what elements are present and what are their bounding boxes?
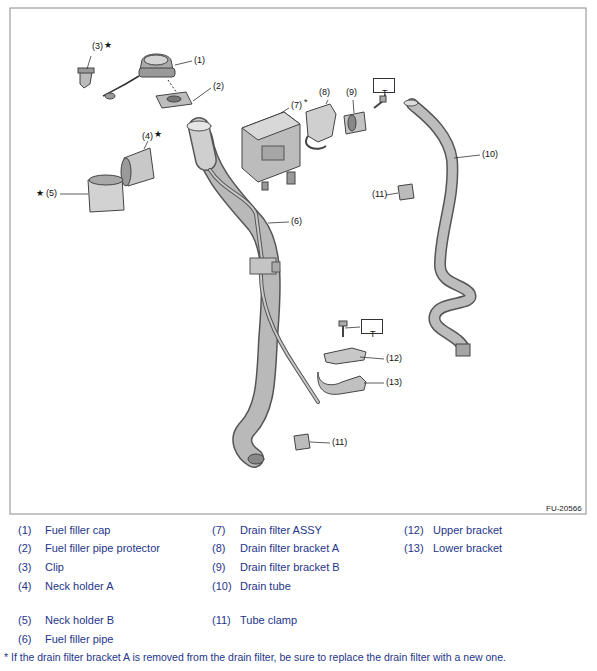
leader-lines <box>60 56 480 443</box>
frame <box>10 8 586 514</box>
legend-part-name: Drain filter bracket A <box>240 542 339 554</box>
legend-number: (12) <box>404 524 424 536</box>
legend-part-name: Fuel filler pipe protector <box>45 542 160 554</box>
legend-number: (13) <box>404 542 424 554</box>
note-mark: * <box>304 98 308 108</box>
legend-number: (5) <box>18 614 31 626</box>
legend-number: (8) <box>212 542 225 554</box>
callout-number: (2) <box>213 82 224 92</box>
pipe-protector <box>156 80 192 108</box>
callout-number: (12) <box>386 354 402 364</box>
torque-mark-box: T <box>361 319 383 334</box>
neck-holder-a <box>121 148 154 186</box>
callout-number: (6) <box>291 217 302 227</box>
legend-part-name: Drain tube <box>240 580 291 592</box>
bolt <box>339 96 386 337</box>
callout-number: (3) <box>92 42 103 52</box>
legend-number: (1) <box>18 524 31 536</box>
note-mark: ★ <box>104 41 112 51</box>
torque-mark: T <box>382 89 388 98</box>
legend-part-name: Clip <box>45 561 64 573</box>
legend-number: (7) <box>212 524 225 536</box>
legend-part-name: Fuel filler cap <box>45 524 110 536</box>
legend-part-name: Drain filter ASSY <box>240 524 322 536</box>
callout-number: (7) <box>291 101 302 111</box>
legend-number: (3) <box>18 561 31 573</box>
note-mark: ★ <box>154 130 162 140</box>
drain-filter-bracket-a <box>306 104 336 149</box>
drain-tube <box>404 100 470 356</box>
callout-number: (1) <box>194 56 205 66</box>
fuel-filler-cap <box>103 54 175 99</box>
legend-number: (10) <box>212 580 232 592</box>
footnote: * If the drain filter bracket A is remov… <box>4 652 594 664</box>
figure-code: FU-20566 <box>546 505 582 514</box>
torque-mark: T <box>370 330 376 339</box>
callout-number: (13) <box>386 378 402 388</box>
legend-number: (4) <box>18 580 31 592</box>
callout-number: (8) <box>319 88 330 98</box>
neck-holder-b <box>88 175 124 212</box>
callout-number: (11) <box>332 438 347 448</box>
legend-number: (11) <box>212 614 231 626</box>
note-mark: ★ <box>36 189 44 199</box>
callout-number: (11) <box>372 190 387 200</box>
legend-part-name: Neck holder A <box>45 580 113 592</box>
legend-number: (2) <box>18 542 31 554</box>
lower-bracket <box>318 372 366 394</box>
callout-number: (5) <box>46 189 57 199</box>
upper-bracket <box>324 348 366 364</box>
legend-part-name: Neck holder B <box>45 614 114 626</box>
legend-part-name: Tube clamp <box>240 614 297 626</box>
legend-part-name: Lower bracket <box>433 542 502 554</box>
callout-number: (10) <box>482 150 498 160</box>
callout-number: (4) <box>142 132 153 142</box>
clip <box>78 68 94 88</box>
legend-part-name: Fuel filler pipe <box>45 633 113 645</box>
legend-part-name: Upper bracket <box>433 524 502 536</box>
drain-filter <box>242 112 300 190</box>
torque-mark-box: T <box>373 78 395 93</box>
legend-number: (6) <box>18 633 31 645</box>
legend-part-name: Drain filter bracket B <box>240 561 340 573</box>
legend-number: (9) <box>212 561 225 573</box>
callout-number: (9) <box>346 88 357 98</box>
tube-clamp <box>294 184 414 450</box>
drain-filter-bracket-b <box>344 112 366 134</box>
